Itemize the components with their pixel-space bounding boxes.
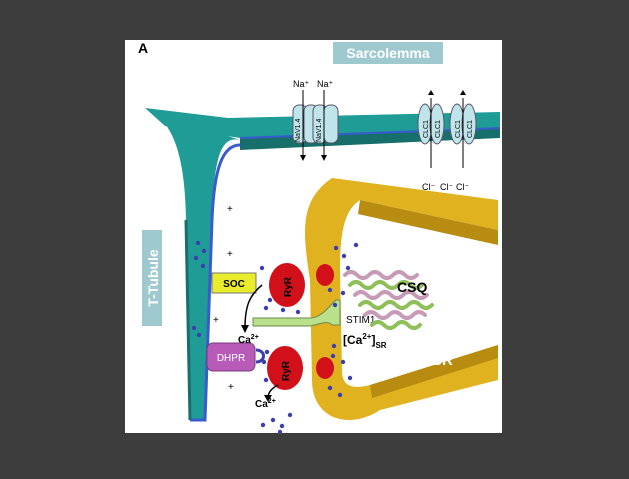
sr-label: SR xyxy=(432,352,453,369)
ca-label-soc: Ca2+ xyxy=(238,334,259,346)
t-tubule-label: T-Tubule xyxy=(145,249,161,306)
dhpr-label: DHPR xyxy=(217,353,245,364)
clc1-channel-1 xyxy=(417,103,445,145)
cl-ion-3: Cl⁻ xyxy=(456,182,469,192)
sr-body xyxy=(304,178,498,420)
dhpr-channel xyxy=(206,342,256,372)
soc-channel xyxy=(211,272,257,294)
cl-ion-2: Cl⁻ xyxy=(440,182,453,192)
soc-label: SOC xyxy=(223,279,245,290)
sarcolemma-label: Sarcolemma xyxy=(346,45,429,61)
na-ion-label-1: Na⁺ xyxy=(293,79,310,89)
sr-shadow-bottom xyxy=(370,345,498,398)
plus-1: + xyxy=(227,204,233,215)
t-tubule-label-box xyxy=(142,230,162,326)
ryr-lower xyxy=(267,346,303,390)
sr-shadow-top xyxy=(358,200,498,245)
sarcolemma-label-box xyxy=(333,42,443,64)
stim1-label: STIM1 xyxy=(346,315,376,326)
plus-3: + xyxy=(213,315,219,326)
plus-4: + xyxy=(228,382,234,393)
stim1-protein xyxy=(252,299,341,327)
calcium-ions xyxy=(191,240,359,435)
clc1-channel-2 xyxy=(449,103,477,145)
plus-2: + xyxy=(227,249,233,260)
cl-ion-1: Cl⁻ xyxy=(422,182,435,192)
na-channel-label-1: NaV1.4 xyxy=(295,119,302,142)
ca-label-ryr: Ca2+ xyxy=(255,398,276,410)
na-channel-label-2: NaV1.4 xyxy=(316,119,323,142)
csq-label: CSQ xyxy=(397,279,427,295)
csq-polymers xyxy=(343,270,434,330)
clc1-label-1b: CLC1 xyxy=(435,120,442,138)
soc-ca-arrow xyxy=(244,284,263,329)
ryr-label-upper: RyR xyxy=(283,276,294,297)
panel-label: A xyxy=(138,40,148,56)
t-tubule-body xyxy=(150,110,240,420)
t-tubule-edge xyxy=(190,143,241,422)
na-ion-label-2: Na⁺ xyxy=(317,79,334,89)
clc1-label-1a: CLC1 xyxy=(423,120,430,138)
ca-sr-label: [Ca2+]SR xyxy=(343,332,387,350)
clc1-label-2b: CLC1 xyxy=(467,120,474,138)
clc1-label-2a: CLC1 xyxy=(455,120,462,138)
t-tubule-inner xyxy=(184,219,192,421)
ryr-upper xyxy=(269,263,305,307)
ryr-label-lower: RyR xyxy=(281,360,292,381)
